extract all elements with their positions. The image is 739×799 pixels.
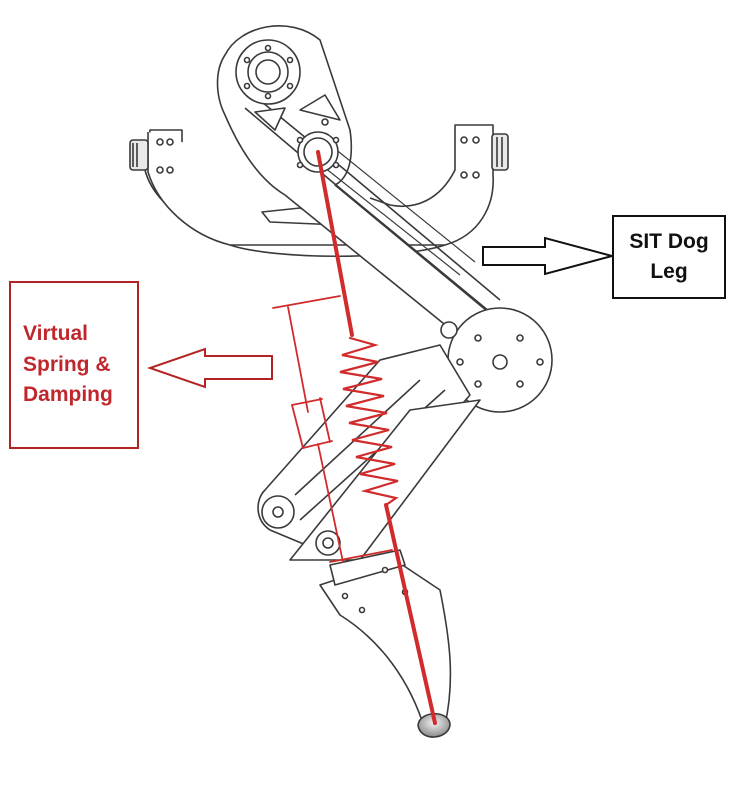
damper-outline [272, 295, 393, 563]
virtual-spring [272, 150, 437, 725]
sit-label-line2: Leg [650, 260, 688, 283]
virtual-label-line3: Damping [23, 383, 113, 407]
upper-link [216, 25, 511, 346]
foot [319, 549, 452, 738]
spring-coil [339, 336, 399, 507]
virtual-label-line2: Spring & [23, 352, 111, 376]
right-arrow [482, 236, 616, 276]
foot-pad [417, 712, 451, 738]
knee-joint [440, 307, 553, 413]
sit-dog-leg-label-box: SIT Dog Leg [612, 215, 726, 299]
virtual-label-line1: Virtual [23, 322, 88, 346]
virtual-spring-label-box: Virtual Spring & Damping [9, 281, 139, 449]
left-arrow [146, 347, 273, 389]
sit-label-line1: SIT Dog [629, 229, 709, 253]
